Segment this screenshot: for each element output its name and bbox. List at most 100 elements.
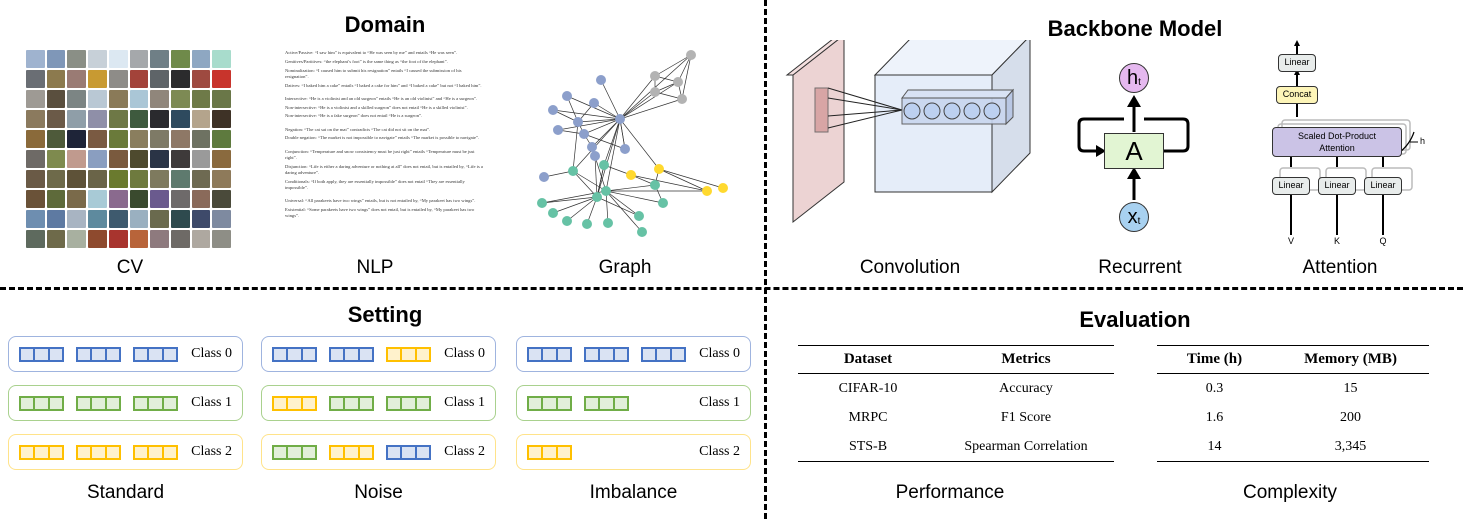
sample-block-class0 (76, 347, 121, 362)
graph-node-blue (573, 117, 583, 127)
cifar-thumbnail (108, 150, 128, 168)
graph-edge (605, 118, 621, 192)
nlp-sentence: Nominalization: “I caused him to submit … (285, 67, 462, 79)
cifar-thumbnail (150, 210, 169, 228)
graph-node-gray (677, 94, 687, 104)
sample-block-class0 (527, 347, 572, 362)
cifar-thumbnail (191, 70, 211, 88)
graph-node-blue (596, 75, 606, 85)
cifar-thumbnail (88, 70, 107, 88)
nlp-sentence: Intersective: “He is a violinist and an … (285, 95, 477, 101)
graph-node-green (562, 216, 572, 226)
sdpa-label-line2: Attention (1319, 143, 1355, 153)
graph-edge (605, 190, 640, 217)
setting-row-imbalance-class1: Class 1 (516, 385, 751, 421)
graph-edge (681, 54, 692, 100)
cifar-thumbnail (88, 230, 107, 248)
graph-node-blue (590, 151, 600, 161)
cifar-thumbnail (129, 50, 149, 68)
sdpa-label-line1: Scaled Dot-Product (1297, 131, 1377, 141)
setting-row-noise-class2: Class 2 (261, 434, 496, 470)
cifar-thumbnail (67, 190, 87, 208)
graph-node-green (634, 211, 644, 221)
cifar-thumbnail (212, 110, 231, 128)
cifar-thumbnail (150, 90, 169, 108)
attention-caption: Attention (1302, 257, 1378, 278)
graph-node-green (548, 208, 558, 218)
cifar-thumbnail (212, 90, 231, 108)
attention-diagram: Linear Concat Scaled Dot-Product Attenti… (1240, 40, 1440, 255)
cifar-thumbnail (129, 210, 149, 228)
sample-block-class0 (272, 347, 317, 362)
nlp-sentence: Datives: “I baked him a cake” entails “I… (285, 82, 482, 88)
dataset-cell: STS-B (798, 432, 938, 462)
class-label: Class 0 (444, 346, 485, 361)
cifar-thumbnail (46, 130, 66, 148)
header-metrics: Metrics (938, 345, 1114, 374)
convolution-caption: Convolution (859, 257, 961, 278)
graph-edge (654, 54, 692, 77)
cifar-thumbnail (129, 70, 149, 88)
class-label: Class 0 (191, 346, 232, 361)
cifar-thumbnail (170, 110, 190, 128)
setting-caption-standard: Standard (86, 482, 165, 503)
cifar-thumbnail (129, 190, 149, 208)
header-memory: Memory (MB) (1272, 345, 1429, 374)
cifar-thumbnail (129, 150, 149, 168)
cifar-thumbnail (46, 50, 66, 68)
cifar-thumbnail (46, 150, 66, 168)
nlp-sentence: Universal: “All parakeets have two wings… (285, 198, 476, 203)
top-linear-layer: Linear (1278, 54, 1316, 72)
cifar-thumbnail (170, 150, 190, 168)
cifar-thumbnail (67, 230, 87, 248)
class-label: Class 1 (444, 395, 485, 410)
metric-cell: F1 Score (1000, 410, 1052, 425)
sample-block-class0 (641, 347, 686, 362)
setting-row-noise-class0: Class 0 (261, 336, 496, 372)
cifar-thumbnail (170, 50, 190, 68)
input-v-label: V (1287, 236, 1294, 246)
graph-edge (619, 118, 660, 170)
sample-block-class2 (19, 445, 64, 460)
cifar-thumbnail (129, 230, 149, 248)
graph-node-blue (562, 91, 572, 101)
input-subscript: t (1137, 215, 1141, 227)
performance-caption: Performance (895, 482, 1005, 503)
graph-node-blue (587, 142, 597, 152)
graph-node-green (599, 160, 609, 170)
cifar-thumbnail (212, 130, 231, 148)
input-q-label: Q (1379, 236, 1387, 246)
setting-caption-noise: Noise (354, 482, 403, 503)
graph-node-green (537, 198, 547, 208)
cifar-thumbnail (108, 90, 128, 108)
sample-block-class0 (386, 445, 431, 460)
graph-edge (605, 190, 609, 224)
graph-node-blue (548, 105, 558, 115)
class-label: Class 2 (444, 444, 485, 459)
cifar-thumbnail (88, 210, 107, 228)
cifar-thumbnail (191, 130, 211, 148)
graph-node-blue (579, 129, 589, 139)
rnn-cell-a: A (1104, 133, 1164, 169)
nlp-sentence: Non-intersective: “He is a fake surgeon”… (285, 113, 423, 119)
memory-cell: 15 (1343, 381, 1358, 396)
setting-row-noise-class1: Class 1 (261, 385, 496, 421)
graph-network (537, 50, 728, 237)
cifar-thumbnail (191, 190, 211, 208)
cifar-thumbnail (88, 190, 107, 208)
cifar-thumbnail (88, 90, 107, 108)
graph-edge (605, 190, 643, 233)
sample-block-class1 (19, 396, 64, 411)
cifar-thumbnail (108, 190, 128, 208)
time-cell: 14 (1157, 432, 1272, 462)
class-label: Class 1 (699, 395, 740, 410)
nlp-text-sample: Active/Passive: “I saw him” is equivalen… (285, 50, 485, 222)
setting-row-imbalance-class0: Class 0 (516, 336, 751, 372)
memory-cell: 200 (1340, 410, 1361, 425)
graph-edge (619, 81, 679, 120)
